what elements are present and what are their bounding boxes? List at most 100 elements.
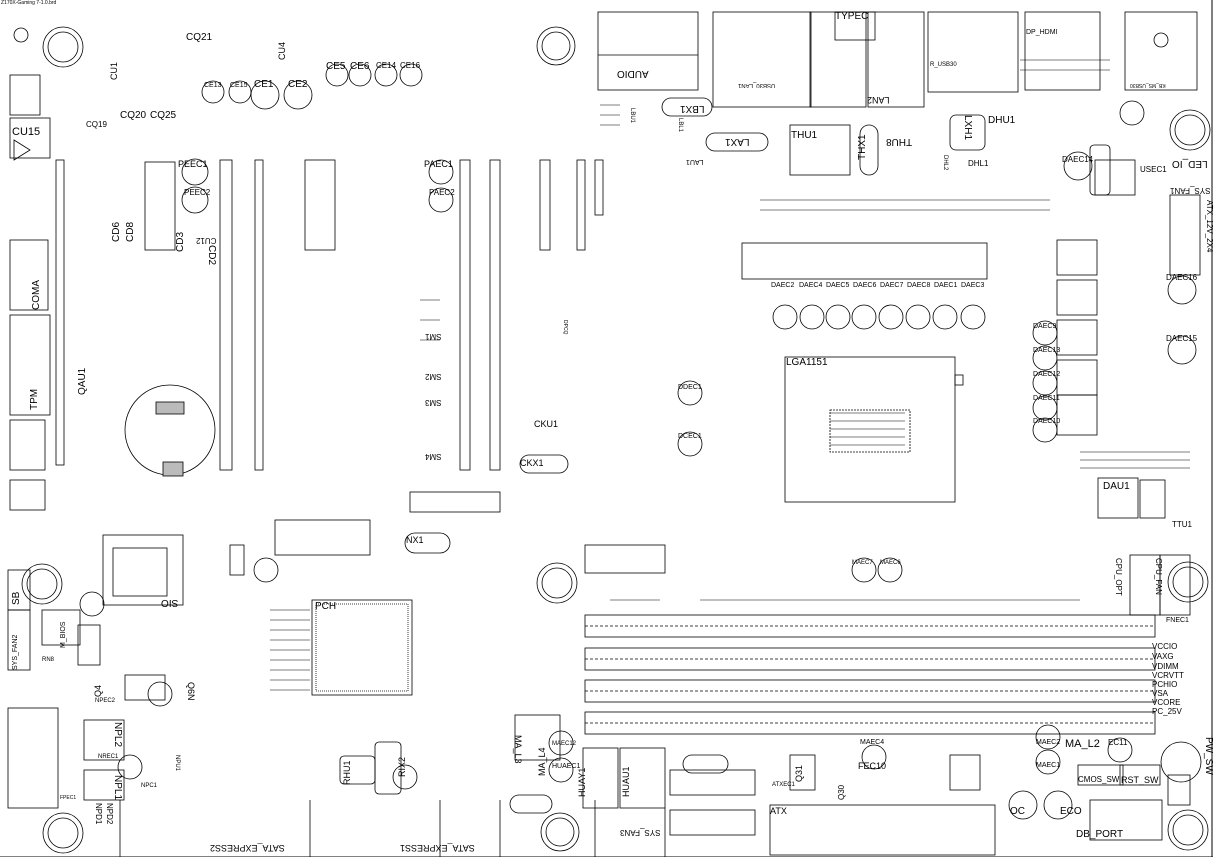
label-led-io: LED_IO: [1172, 158, 1208, 169]
label-cu4: CU4: [277, 41, 287, 60]
label-daec5: DAEC5: [826, 282, 850, 289]
file-title: Z170X-Gaming 7-1.0.brd: [1, 0, 57, 6]
label-npd2: NPD2: [105, 803, 114, 825]
label-ce1: CE1: [254, 79, 274, 90]
label-npc1: NPC1: [141, 783, 158, 789]
label-cpu-opt: CPU_OPT: [1114, 558, 1123, 596]
label-rix2: RIX2: [397, 756, 407, 777]
label-ce13: CE13: [204, 82, 222, 89]
label-daec3: DAEC3: [961, 282, 985, 289]
label-dhu1: DHU1: [988, 115, 1016, 126]
label-eco: ECO: [1060, 806, 1082, 817]
label-maec1: MAEC1: [1036, 762, 1061, 769]
label-vdimm: VDIMM: [1152, 662, 1179, 671]
label-maec7: MAEC7: [852, 560, 873, 566]
label-daec15: DAEC15: [1166, 334, 1198, 343]
label-dcec1: DCEC1: [678, 433, 702, 440]
misc-components: [41, 159, 1201, 857]
label-cu1: CU1: [109, 61, 119, 80]
label-daec12: DAEC12: [1033, 371, 1061, 378]
label-daec14: DAEC14: [1062, 155, 1094, 164]
label-ce2: CE2: [288, 79, 308, 90]
label-sm3: SM3: [425, 398, 442, 407]
label-vcrvtt: VCRVTT: [1152, 671, 1184, 680]
label-fec10: FEC10: [858, 761, 887, 771]
label-nrec1: NREC1: [98, 754, 119, 760]
label-ce16: CE16: [400, 61, 421, 70]
label-daec2: DAEC2: [771, 282, 795, 289]
label-cd8: CD8: [125, 221, 136, 242]
label-sb: SB: [11, 591, 22, 605]
label-q6n: Q6N: [186, 682, 196, 701]
label-cmos-sw: CMOS_SW: [1078, 775, 1120, 784]
label-sata-express1: SATA_EXPRESS1: [400, 843, 475, 853]
label-cpu-fan: CPU_FAN: [1154, 558, 1163, 595]
label-sys-fan1: SYS_FAN1: [1170, 186, 1211, 195]
label-daec9: DAEC9: [1033, 323, 1057, 330]
label-peec2: PEEC2: [184, 188, 211, 197]
label-daec7: DAEC7: [880, 282, 904, 289]
label-sio: SIO: [161, 597, 179, 608]
label-rn8: RN8: [42, 657, 55, 663]
label-vsa: VSA: [1152, 689, 1169, 698]
label-daec11: DAEC11: [1033, 395, 1060, 402]
label-ckx1: CKX1: [520, 458, 544, 468]
label-peec1: PEEC1: [178, 159, 208, 169]
label-daec4: DAEC4: [799, 282, 823, 289]
label-huau1: HUAU1: [621, 766, 631, 797]
label-cq19: CQ19: [86, 120, 107, 129]
chips: [102, 124, 851, 696]
label-huay1: HUAY1: [577, 767, 587, 797]
label-atx-12v: ATX_12V_2X4: [1205, 200, 1213, 253]
label-npu1: NPU1: [174, 755, 180, 772]
label-pchio: PCHIO: [1152, 680, 1178, 689]
label-db-port: DB_PORT: [1076, 829, 1124, 840]
label-dhl1: DHL1: [968, 159, 989, 168]
label-daec1: DAEC1: [934, 282, 958, 289]
label-lbl1: LBL1: [677, 118, 683, 133]
label-rhu1: RHU1: [342, 760, 352, 785]
label-cd3: CD3: [175, 231, 186, 252]
label-m-bios: M_BIOS: [60, 621, 67, 648]
label-vccio: VCCIO: [1152, 642, 1178, 651]
label-npl2: NPL2: [112, 722, 123, 748]
label-maec2: MAEC2: [1036, 739, 1061, 746]
smd-pads: [270, 59, 1190, 691]
label-nx1: NX1: [406, 535, 424, 545]
label-qau1: QAU1: [77, 367, 88, 395]
label-dp-hdmi: DP_HDMI: [1026, 29, 1058, 36]
label-vaxg: VAXG: [1152, 652, 1174, 661]
label-ce15: CE15: [230, 82, 248, 89]
label-q30: Q30: [837, 784, 846, 800]
label-thu8: THU8: [886, 136, 913, 147]
label-maec4: MAEC4: [860, 739, 885, 746]
label-fnec1: FNEC1: [1166, 617, 1189, 624]
label-dhl2: DHL2: [942, 155, 948, 171]
label-npec2: NPEC2: [95, 698, 116, 704]
label-paec1: PAEC1: [424, 159, 453, 169]
label-npd1: NPD1: [94, 803, 103, 825]
label-sm2: SM2: [425, 372, 442, 381]
label-ce5: CE5: [326, 61, 346, 72]
label-atx: ATX: [770, 806, 787, 816]
label-cq20: CQ20: [120, 110, 147, 121]
label-r-usb30: R_USB30: [930, 62, 957, 68]
label-q31: Q31: [794, 764, 804, 782]
label-ec11: EC11: [1108, 738, 1128, 747]
label-sys-fan2: SYS_FAN2: [12, 634, 19, 670]
label-usec1: USEC1: [1140, 165, 1167, 174]
label-sm4: SM4: [425, 452, 442, 461]
label-npl1: NPL1: [112, 775, 123, 801]
label-lxh1: LXH1: [962, 115, 973, 141]
label-daec10: DAEC10: [1033, 418, 1061, 425]
label-cu15: CU15: [12, 126, 41, 138]
label-lax1: LAX1: [725, 136, 750, 147]
label-lbx1: LBX1: [680, 103, 705, 114]
cmos-battery: [124, 384, 216, 477]
inductors: [339, 97, 1111, 814]
label-usb30-lan1: USB30_LAN1: [738, 82, 776, 88]
label-lau1: LAU1: [686, 158, 704, 165]
label-maec6: MAEC6: [880, 560, 901, 566]
label-sys-fan3: SYS_FAN3: [620, 828, 661, 837]
